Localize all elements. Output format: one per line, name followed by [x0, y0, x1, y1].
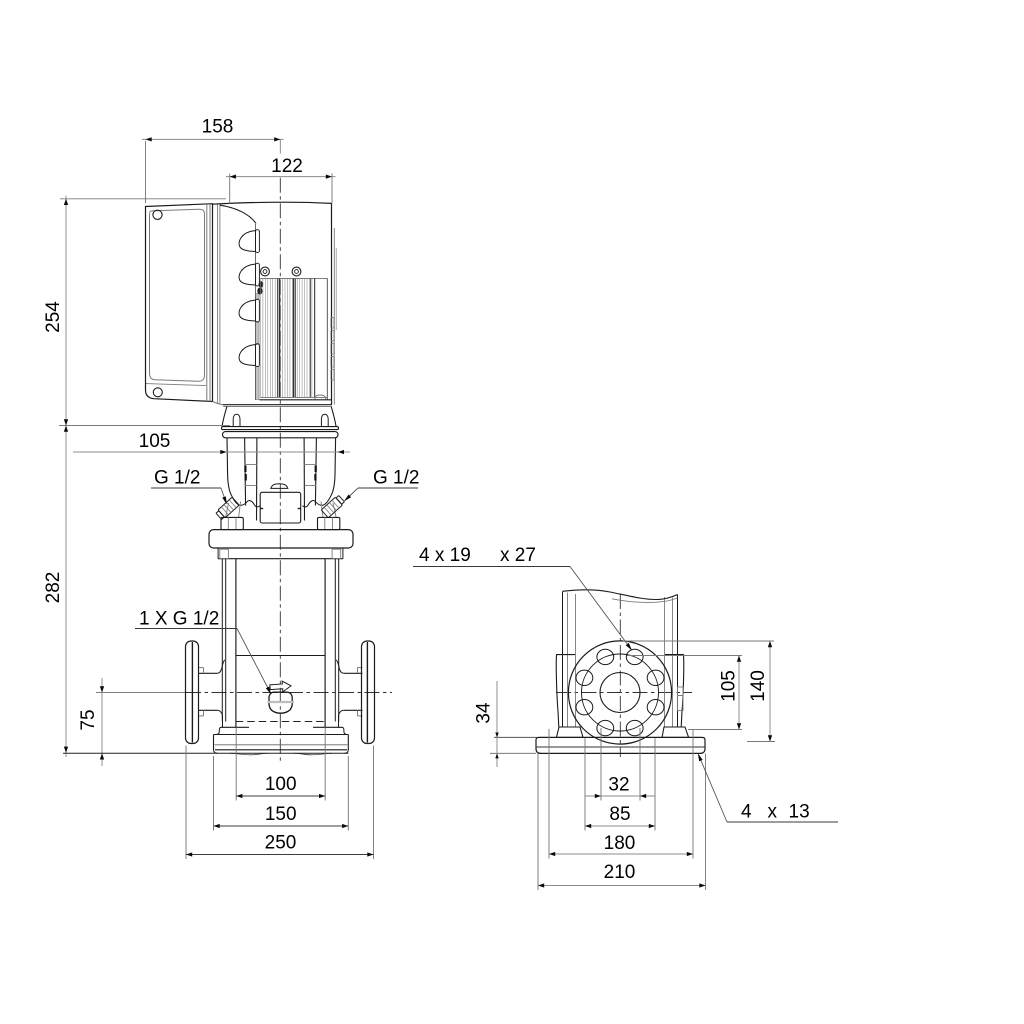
svg-text:34: 34: [474, 702, 495, 724]
svg-text:140: 140: [748, 670, 769, 702]
svg-text:13: 13: [789, 802, 810, 823]
svg-text:150: 150: [265, 804, 297, 825]
svg-text:210: 210: [604, 862, 636, 883]
svg-text:4: 4: [741, 802, 752, 823]
svg-text:85: 85: [609, 804, 630, 825]
svg-text:282: 282: [43, 572, 64, 604]
svg-text:100: 100: [265, 774, 297, 795]
svg-text:32: 32: [608, 775, 629, 796]
svg-text:1 X G 1/2: 1 X G 1/2: [139, 609, 219, 630]
svg-text:105: 105: [139, 431, 171, 452]
svg-text:250: 250: [265, 833, 297, 854]
svg-text:x 27: x 27: [500, 545, 536, 566]
svg-text:x: x: [768, 802, 778, 823]
svg-text:G 1/2: G 1/2: [373, 468, 419, 489]
svg-text:180: 180: [604, 833, 636, 854]
svg-text:105: 105: [719, 670, 740, 702]
svg-text:75: 75: [78, 709, 99, 730]
svg-text:158: 158: [202, 117, 234, 138]
svg-text:122: 122: [271, 156, 303, 177]
svg-text:4 x 19: 4 x 19: [419, 545, 471, 566]
svg-text:G 1/2: G 1/2: [154, 468, 200, 489]
svg-text:254: 254: [43, 301, 64, 333]
